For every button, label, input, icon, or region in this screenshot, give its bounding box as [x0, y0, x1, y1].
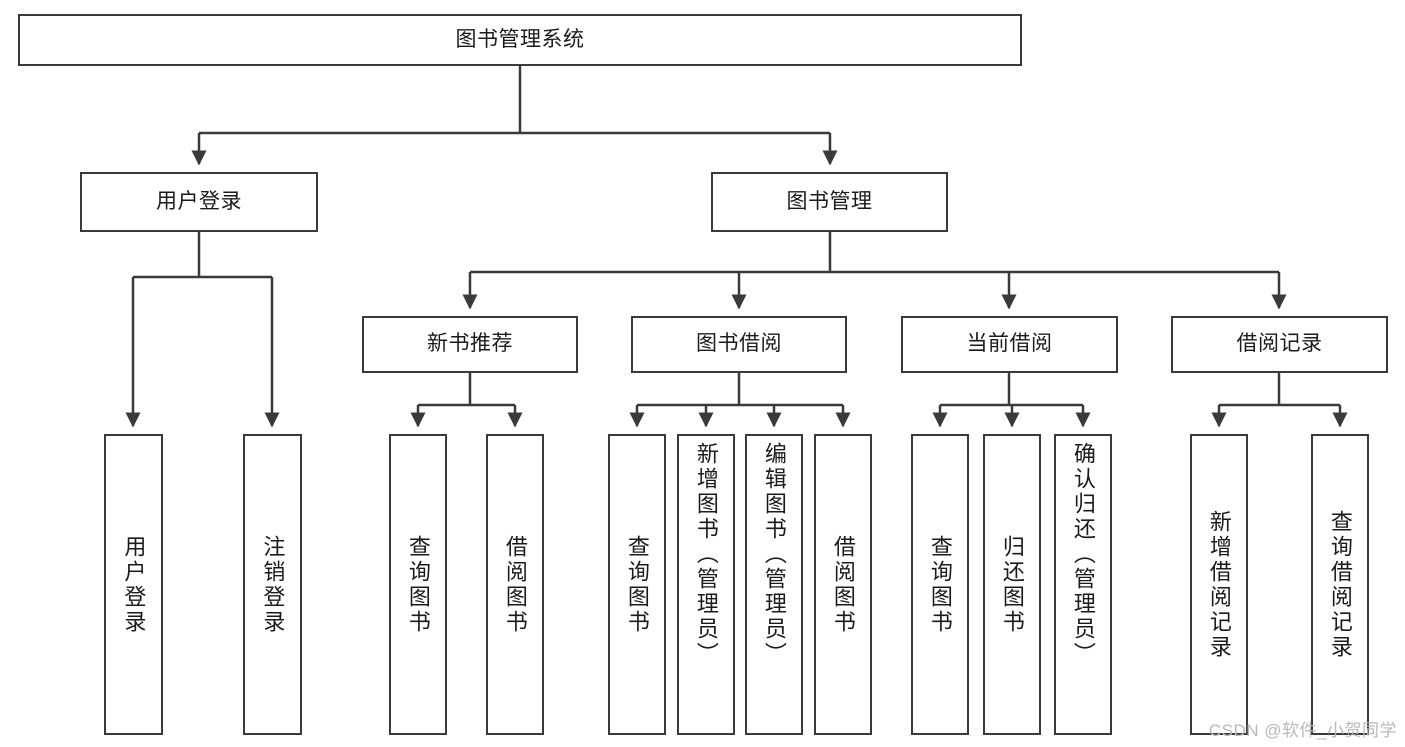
leaf-node-label: 注销登录 [260, 534, 286, 635]
leaf-node-label: 借阅图书 [502, 534, 528, 635]
leaf-node-label: 编辑图书（管理员） [761, 442, 787, 667]
leaf-node-label: 新增图书（管理员） [693, 442, 719, 667]
node-root-system[interactable]: 图书管理系统 [18, 14, 1022, 66]
leaf-node-label: 借阅图书 [830, 534, 856, 635]
node-current-borrow-label: 当前借阅 [966, 332, 1053, 356]
node-new-book-recommend[interactable]: 新书推荐 [362, 316, 578, 373]
node-user-login-label: 用户登录 [156, 189, 242, 213]
node-borrow-record[interactable]: 借阅记录 [1171, 316, 1388, 373]
leaf-node[interactable]: 注销登录 [243, 434, 302, 735]
leaf-node[interactable]: 新增图书（管理员） [677, 434, 735, 735]
leaf-node-label: 查询图书 [405, 534, 431, 635]
node-user-login[interactable]: 用户登录 [80, 172, 318, 232]
leaf-node-label: 查询图书 [624, 534, 650, 635]
leaf-node[interactable]: 用户登录 [104, 434, 163, 735]
leaf-node-label: 查询借阅记录 [1327, 509, 1353, 660]
leaf-node-label: 查询图书 [927, 534, 953, 635]
node-book-borrow[interactable]: 图书借阅 [631, 316, 847, 373]
node-current-borrow[interactable]: 当前借阅 [901, 316, 1118, 373]
leaf-node[interactable]: 查询图书 [608, 434, 666, 735]
node-book-management-label: 图书管理 [786, 189, 873, 213]
leaf-node-label: 新增借阅记录 [1206, 509, 1232, 660]
leaf-node[interactable]: 查询图书 [389, 434, 447, 735]
csdn-watermark: CSDN @软件_小贺同学 [1208, 721, 1397, 740]
leaf-node[interactable]: 查询借阅记录 [1311, 434, 1369, 735]
leaf-node[interactable]: 借阅图书 [486, 434, 544, 735]
node-borrow-record-label: 借阅记录 [1236, 332, 1323, 356]
node-new-book-recommend-label: 新书推荐 [427, 332, 513, 356]
node-root-label: 图书管理系统 [455, 27, 585, 51]
leaf-node[interactable]: 确认归还（管理员） [1054, 434, 1112, 735]
leaf-node[interactable]: 归还图书 [983, 434, 1041, 735]
node-book-borrow-label: 图书借阅 [696, 332, 782, 356]
leaf-node-label: 用户登录 [121, 534, 147, 635]
leaf-node[interactable]: 借阅图书 [814, 434, 872, 735]
leaf-node[interactable]: 新增借阅记录 [1190, 434, 1248, 735]
leaf-node-label: 归还图书 [999, 534, 1025, 635]
leaf-node[interactable]: 查询图书 [911, 434, 969, 735]
node-book-management[interactable]: 图书管理 [711, 172, 948, 232]
leaf-node[interactable]: 编辑图书（管理员） [745, 434, 803, 735]
leaf-node-label: 确认归还（管理员） [1070, 442, 1096, 667]
